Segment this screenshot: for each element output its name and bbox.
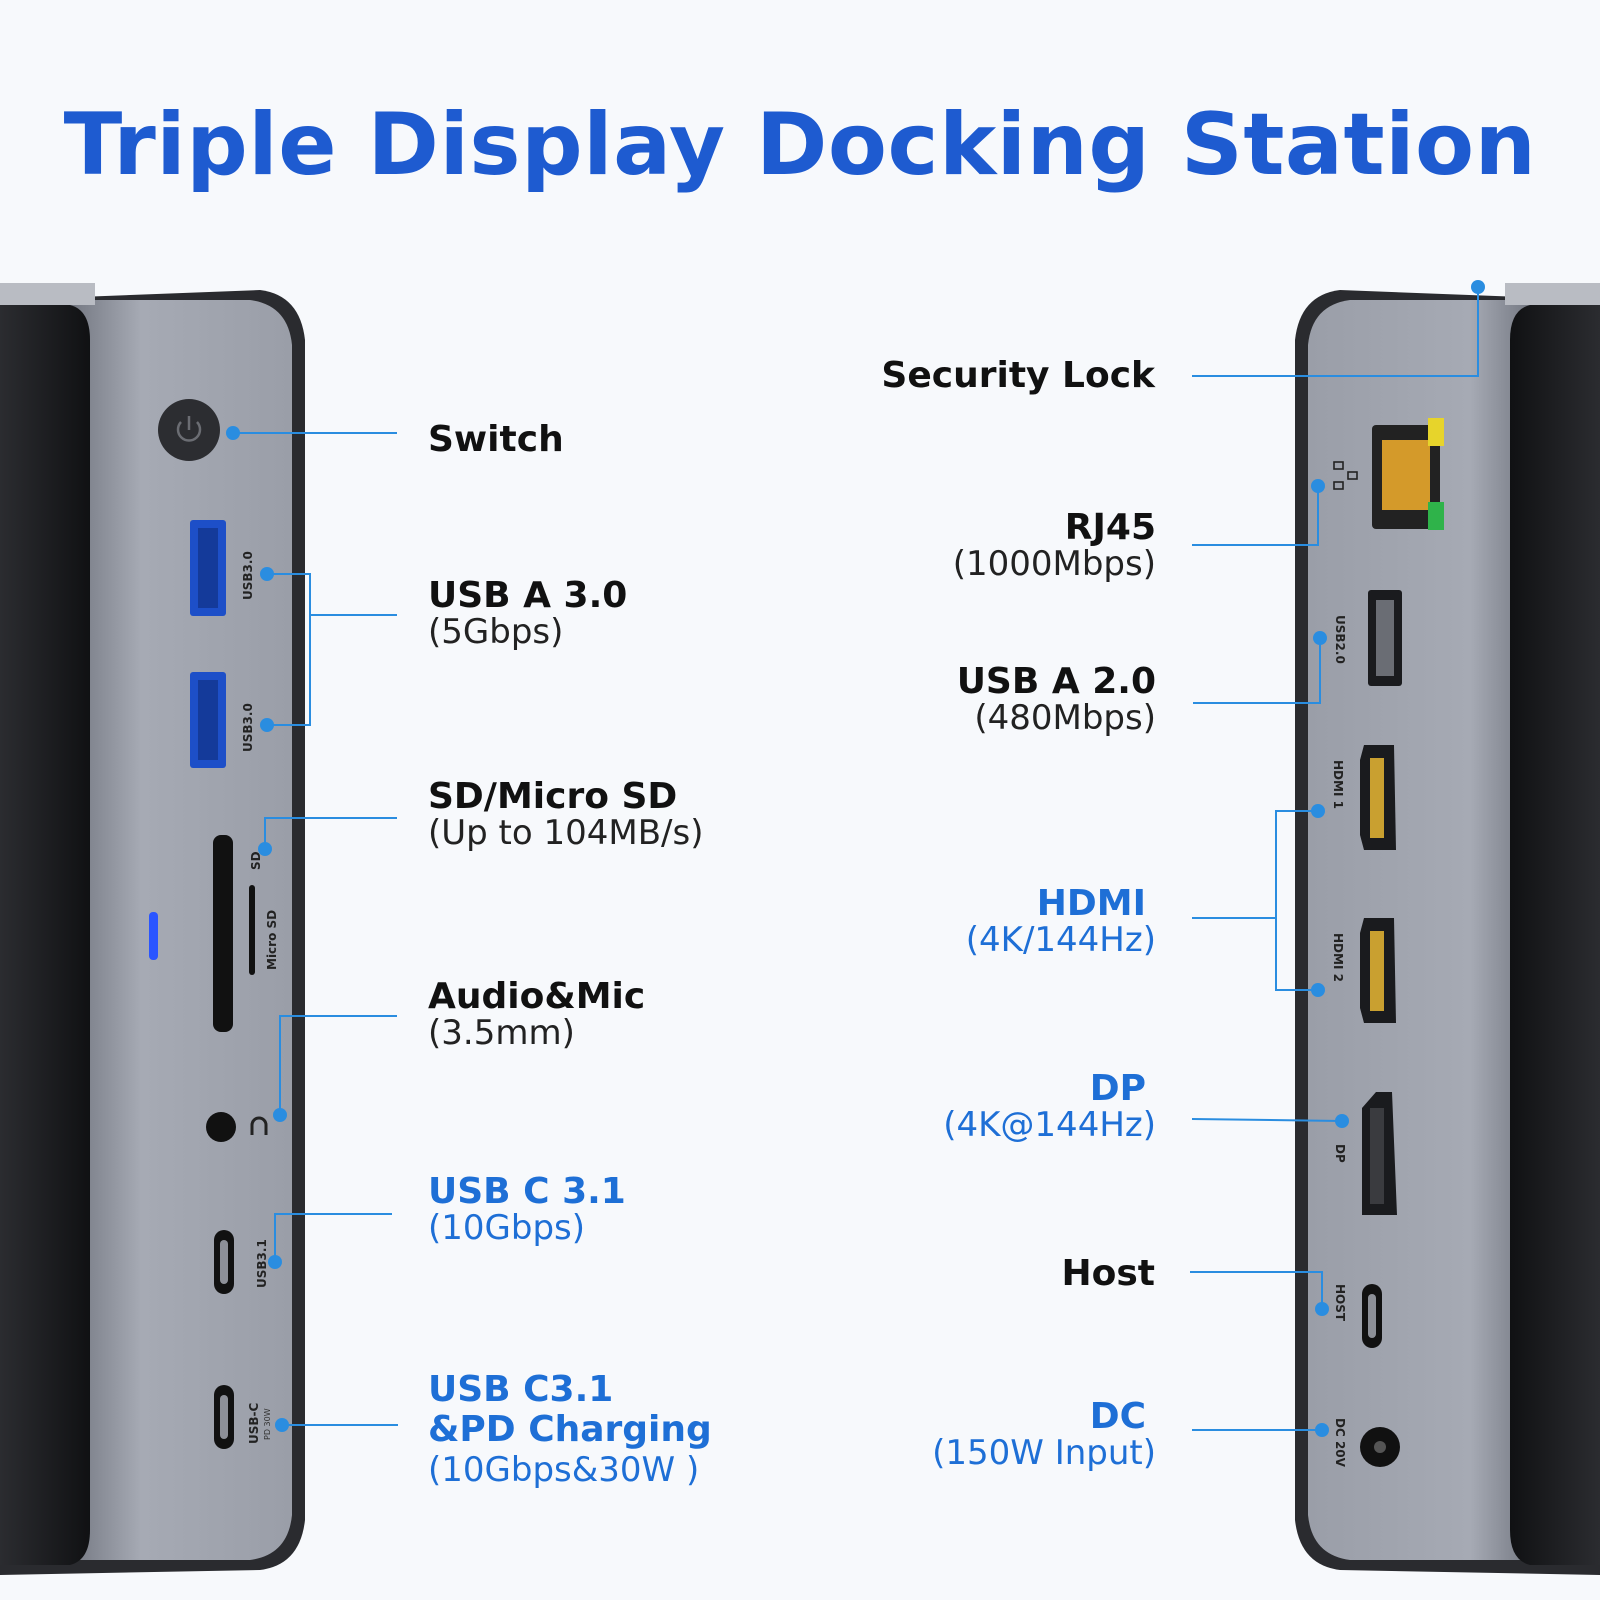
network-icon <box>1333 461 1358 490</box>
label-hdmi-spec: (4K/144Hz) <box>965 920 1156 960</box>
label-sd: SD/Micro SD (Up to 104MB/s) <box>428 776 704 853</box>
label-usb-a-30: USB A 3.0 (5Gbps) <box>428 575 628 652</box>
label-audio-title: Audio&Mic <box>428 976 646 1017</box>
label-usb-a-20-title: USB A 2.0 <box>956 661 1156 702</box>
page-title: Triple Display Docking Station <box>63 95 1537 195</box>
sd-slot-icon <box>213 835 233 1032</box>
sd-mark: SD <box>249 851 263 870</box>
usb20-mark: USB2.0 <box>1333 615 1347 664</box>
hdmi2-mark: HDMI 2 <box>1331 933 1345 982</box>
left-leader-lines <box>233 432 398 1426</box>
usb3-b-mark: USB3.0 <box>241 703 255 752</box>
label-security-lock-title: Security Lock <box>881 355 1155 396</box>
label-usb-c-pd: USB C3.1 &PD Charging (10Gbps&30W ) <box>428 1369 712 1490</box>
label-switch-title: Switch <box>428 419 564 460</box>
label-sd-spec: (Up to 104MB/s) <box>428 813 704 853</box>
left-leader-dots <box>226 426 289 1432</box>
label-host: Host <box>1062 1256 1156 1292</box>
label-security-lock: Security Lock <box>881 358 1155 394</box>
label-dc-spec: (150W Input) <box>932 1433 1156 1473</box>
label-usb-c-pd-title: USB C3.1 <box>428 1369 614 1410</box>
label-switch: Switch <box>428 422 564 458</box>
micro-sd-slot-icon <box>249 885 255 975</box>
label-usb-a-30-spec: (5Gbps) <box>428 612 564 652</box>
left-dock-side: USB3.0 USB3.0 SD Micro SD USB3.1 USB-C P… <box>0 283 305 1575</box>
label-hdmi: HDMI (4K/144Hz) <box>965 883 1156 960</box>
label-usb-c-pd-title2: &PD Charging <box>428 1409 712 1450</box>
label-dp: DP (4K@144Hz) <box>943 1068 1156 1145</box>
label-audio: Audio&Mic (3.5mm) <box>428 976 646 1053</box>
label-dc: DC (150W Input) <box>932 1396 1156 1473</box>
usbc-pd-mark: PD 30W <box>263 1408 272 1440</box>
label-usb-c-pd-spec: (10Gbps&30W ) <box>428 1450 700 1490</box>
label-host-title: Host <box>1061 1253 1156 1294</box>
label-sd-title: SD/Micro SD <box>428 776 678 817</box>
label-dp-spec: (4K@144Hz) <box>943 1105 1156 1145</box>
label-rj45-spec: (1000Mbps) <box>952 544 1156 584</box>
label-dp-title: DP <box>1089 1068 1146 1109</box>
dc-mark: DC 20V <box>1333 1418 1347 1468</box>
label-rj45-title: RJ45 <box>1064 507 1156 548</box>
usbc-mark: USB-C <box>247 1402 261 1444</box>
usb3-a-mark: USB3.0 <box>241 551 255 600</box>
label-usb-c-31-spec: (10Gbps) <box>428 1208 586 1248</box>
label-usb-a-20-spec: (480Mbps) <box>974 698 1156 738</box>
status-led-icon <box>149 912 158 960</box>
label-usb-c-31: USB C 3.1 (10Gbps) <box>428 1171 626 1248</box>
label-usb-a-30-title: USB A 3.0 <box>428 575 628 616</box>
right-leader-dots <box>1311 280 1485 1437</box>
audio-jack-icon <box>206 1112 236 1142</box>
label-usb-a-20: USB A 2.0 (480Mbps) <box>956 661 1156 738</box>
hdmi1-mark: HDMI 1 <box>1331 760 1345 809</box>
label-usb-c-31-title: USB C 3.1 <box>428 1171 626 1212</box>
right-dock-side: USB2.0 HDMI 1 HDMI 2 DP HOST DC 20V <box>1295 283 1600 1575</box>
host-mark: HOST <box>1333 1284 1347 1322</box>
label-hdmi-title: HDMI <box>1036 883 1146 924</box>
usb31-mark: USB3.1 <box>255 1239 269 1288</box>
micro-sd-mark: Micro SD <box>265 910 279 970</box>
label-audio-spec: (3.5mm) <box>428 1013 575 1053</box>
dp-mark: DP <box>1333 1144 1347 1163</box>
label-rj45: RJ45 (1000Mbps) <box>952 507 1156 584</box>
headset-icon <box>250 1116 268 1135</box>
right-leader-lines <box>1190 287 1479 1431</box>
label-dc-title: DC <box>1089 1396 1146 1437</box>
